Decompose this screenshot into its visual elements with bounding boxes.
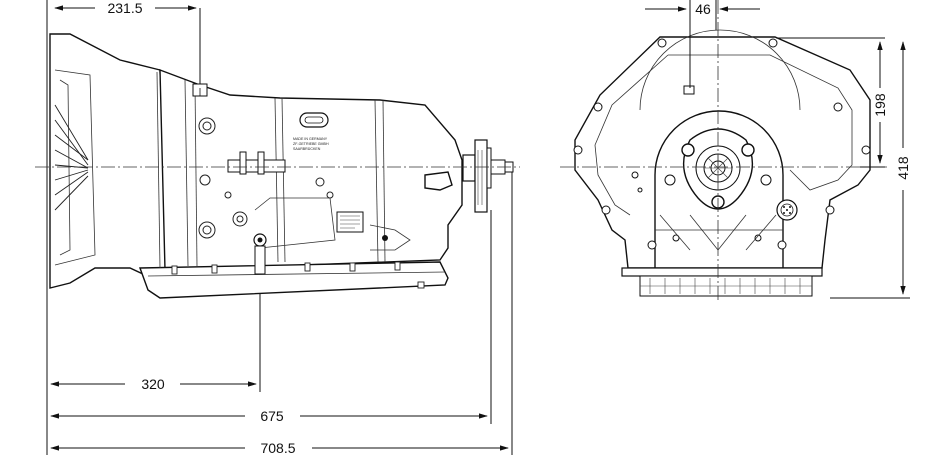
type-plate: [336, 211, 364, 233]
case-bosses: [198, 117, 334, 239]
oval-plate: [299, 112, 329, 128]
connector-dot: [382, 235, 388, 241]
dimension-198: 198: [872, 41, 888, 164]
selector-bracket: [227, 151, 286, 175]
dimension-675: 675: [50, 408, 488, 424]
dimension-708-label: 708.5: [260, 440, 295, 456]
main-case: [159, 68, 463, 271]
dimension-675-label: 675: [260, 408, 284, 424]
casting-text-3: SAARBRÜCKEN: [293, 147, 321, 151]
converter-spokes: [54, 104, 89, 211]
casting-label: MADE IN GERMANY ZF-GETRIEBE GMBH SAARBRÜ…: [293, 137, 329, 151]
dimension-418: 418: [895, 41, 911, 295]
case-ribs: [156, 71, 386, 269]
connector-rib: [369, 224, 411, 251]
dimension-46-label: 46: [695, 1, 711, 17]
front-breather: [683, 85, 695, 95]
lower-rib: [254, 197, 336, 249]
dimension-418-label: 418: [895, 156, 911, 180]
output-flange: [462, 139, 514, 213]
front-oil-pan: [621, 267, 823, 297]
dimension-46: 46: [645, 1, 760, 17]
breather-fitting: [192, 83, 208, 97]
oil-pan: [139, 261, 449, 299]
front-electrical-connector: [776, 199, 798, 221]
casting-text-1: MADE IN GERMANY: [293, 137, 328, 141]
dimension-320: 320: [50, 376, 257, 392]
dimension-231-label: 231.5: [107, 0, 142, 16]
tail-housing: [424, 171, 453, 191]
converter-outline: [54, 69, 96, 266]
front-inner-contour: [594, 54, 853, 216]
front-web-ribs: [655, 214, 783, 251]
mount-stud: [253, 233, 267, 275]
front-view: 46 198 418: [560, 0, 911, 300]
inner-arc: [639, 29, 801, 111]
converter-inner: [59, 79, 71, 256]
dimension-198-label: 198: [872, 93, 888, 117]
casting-text-2: ZF-GETRIEBE GMBH: [293, 142, 329, 146]
bell-bolt-holes: [573, 38, 871, 215]
dimension-708: 708.5: [50, 440, 509, 456]
dimension-231: 231.5: [54, 0, 197, 16]
pan-flange: [147, 271, 446, 277]
front-bosses: [631, 171, 787, 250]
dimension-320-label: 320: [141, 376, 165, 392]
side-view: MADE IN GERMANY ZF-GETRIEBE GMBH SAARBRÜ…: [35, 0, 520, 456]
